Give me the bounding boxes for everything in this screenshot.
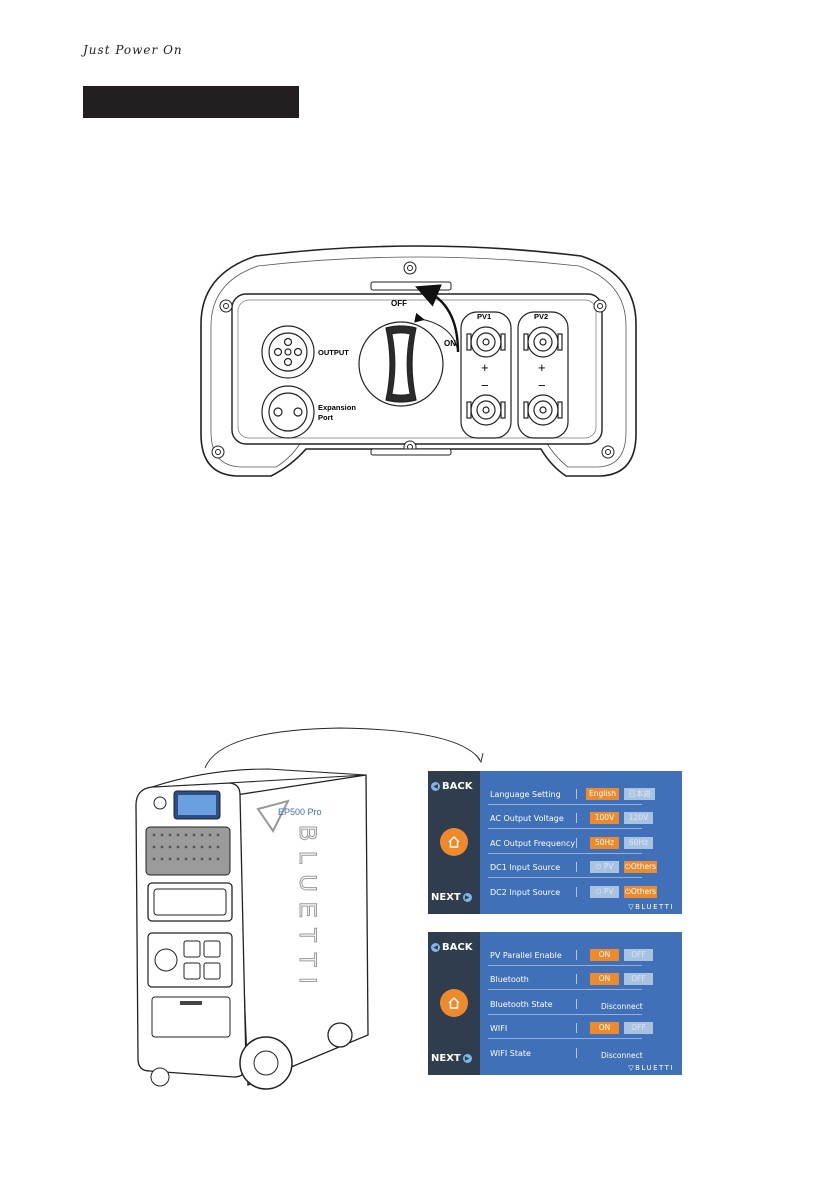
screen2-brand-text: BLUETTI	[635, 1064, 674, 1072]
row-separator	[488, 828, 642, 829]
row-divider	[576, 813, 577, 823]
bluetti-logo-icon: ▽	[628, 903, 636, 911]
screen1-row-label: Language Setting	[490, 790, 561, 799]
power-icon: ⏻	[624, 887, 631, 896]
row-divider	[576, 838, 577, 848]
pv1-plus-sign: +	[481, 360, 489, 375]
screen2-row-label: WIFI State	[490, 1049, 531, 1058]
power-icon: ⏻	[624, 862, 631, 871]
screen2-sidebar: ◀ BACK NEXT ▶	[428, 932, 480, 1075]
screen1-brand-logo: ▽BLUETTI	[628, 903, 674, 911]
row-divider	[576, 789, 577, 799]
screen1-home-button[interactable]	[440, 828, 468, 856]
screen1-row-label: DC2 Input Source	[490, 888, 561, 897]
settings-screen-2: ◀ BACK NEXT ▶ PV Parallel Enable ON OFF …	[428, 932, 682, 1075]
section-heading-bar	[83, 86, 299, 118]
screen2-row-label: Bluetooth	[490, 975, 529, 984]
screen2-brand-logo: ▽BLUETTI	[628, 1064, 674, 1072]
dc2-pv-label: PV	[603, 887, 614, 896]
expansion-port-label-line1: Expansion	[318, 403, 356, 412]
back-arrow-icon: ◀	[431, 943, 440, 952]
row-divider	[576, 887, 577, 897]
frequency-50hz-option[interactable]: 50Hz	[590, 837, 619, 849]
device-port-panel-illustration: OFF ON OUTPUT Expansion Port PV1 PV2 + −…	[200, 245, 637, 477]
home-icon	[448, 997, 460, 1009]
unit-model-label: EP500 Pro	[278, 807, 322, 817]
row-separator	[488, 804, 642, 805]
wifi-state-value: Disconnect	[601, 1051, 643, 1060]
home-icon	[448, 836, 460, 848]
screen2-back-button[interactable]: ◀ BACK	[431, 942, 472, 953]
bluetooth-state-value: Disconnect	[601, 1002, 643, 1011]
language-japanese-option[interactable]: 日本語	[624, 788, 655, 800]
voltage-100v-option[interactable]: 100V	[590, 812, 619, 824]
wifi-off-option[interactable]: OFF	[624, 1022, 653, 1034]
screen1-row-label: AC Output Voltage	[490, 814, 564, 823]
bluetooth-off-option[interactable]: OFF	[624, 973, 653, 985]
bluetooth-on-option[interactable]: ON	[590, 973, 619, 985]
screen2-row-label: Bluetooth State	[490, 1000, 553, 1009]
row-separator	[488, 1038, 642, 1039]
back-arrow-icon: ◀	[431, 782, 440, 791]
screen2-home-button[interactable]	[440, 989, 468, 1017]
row-separator	[488, 1014, 642, 1015]
row-divider	[576, 999, 577, 1009]
row-divider	[576, 862, 577, 872]
switch-on-label: ON	[444, 339, 456, 348]
dc2-others-label: Others	[630, 887, 657, 896]
next-arrow-icon: ▶	[462, 893, 472, 902]
next-arrow-icon: ▶	[462, 1054, 472, 1063]
page-header-title: Just Power On	[83, 43, 183, 57]
pv1-label: PV1	[477, 312, 491, 321]
row-separator	[488, 877, 642, 878]
language-english-option[interactable]: English	[586, 788, 619, 800]
screen1-next-button[interactable]: NEXT ▶	[431, 892, 472, 903]
dc2-pv-option[interactable]: ⏻ PV	[590, 886, 619, 898]
screen1-back-label: BACK	[442, 781, 473, 792]
row-divider	[576, 974, 577, 984]
unit-side-brand: BLUETTI	[294, 825, 321, 994]
screen2-row-label: WIFI	[490, 1024, 508, 1033]
screen1-row-label: AC Output Frequency	[490, 839, 576, 848]
pv1-minus-sign: −	[481, 378, 489, 393]
row-divider	[576, 1048, 577, 1058]
screen1-back-button[interactable]: ◀ BACK	[431, 781, 472, 792]
screen1-brand-text: BLUETTI	[635, 903, 674, 911]
output-port-label: OUTPUT	[318, 348, 349, 357]
dc2-others-option[interactable]: ⏻Others	[624, 886, 657, 898]
screen2-row-label: PV Parallel Enable	[490, 951, 562, 960]
pv-parallel-on-option[interactable]: ON	[590, 949, 619, 961]
row-separator	[488, 853, 642, 854]
wifi-on-option[interactable]: ON	[590, 1022, 619, 1034]
row-divider	[576, 950, 577, 960]
voltage-120v-option[interactable]: 120V	[624, 812, 653, 824]
screen1-next-label: NEXT	[431, 892, 461, 903]
row-separator	[488, 965, 642, 966]
pv2-minus-sign: −	[538, 378, 546, 393]
switch-off-label: OFF	[391, 299, 407, 308]
power-icon: ⏻	[595, 862, 604, 871]
row-separator	[488, 989, 642, 990]
row-divider	[576, 1023, 577, 1033]
screen2-next-label: NEXT	[431, 1053, 461, 1064]
screen2-back-label: BACK	[442, 942, 473, 953]
screen2-next-button[interactable]: NEXT ▶	[431, 1053, 472, 1064]
screen1-sidebar: ◀ BACK NEXT ▶	[428, 771, 480, 914]
frequency-60hz-option[interactable]: 60Hz	[624, 837, 653, 849]
flow-arrow-arc	[204, 727, 484, 769]
dc1-others-label: Others	[630, 862, 657, 871]
bluetti-logo-icon: ▽	[628, 1064, 636, 1072]
pv2-plus-sign: +	[538, 360, 546, 375]
power-station-illustration: BLUETTI EP500 Pro	[135, 768, 369, 1090]
screen1-row-label: DC1 Input Source	[490, 863, 561, 872]
pv-parallel-off-option[interactable]: OFF	[624, 949, 653, 961]
power-icon: ⏻	[595, 887, 604, 896]
expansion-port-label-line2: Port	[318, 413, 334, 422]
pv2-label: PV2	[534, 312, 548, 321]
dc1-pv-label: PV	[603, 862, 614, 871]
settings-screen-1: ◀ BACK NEXT ▶ Language Setting English 日…	[428, 771, 682, 914]
dc1-pv-option[interactable]: ⏻ PV	[590, 861, 619, 873]
dc1-others-option[interactable]: ⏻Others	[624, 861, 657, 873]
